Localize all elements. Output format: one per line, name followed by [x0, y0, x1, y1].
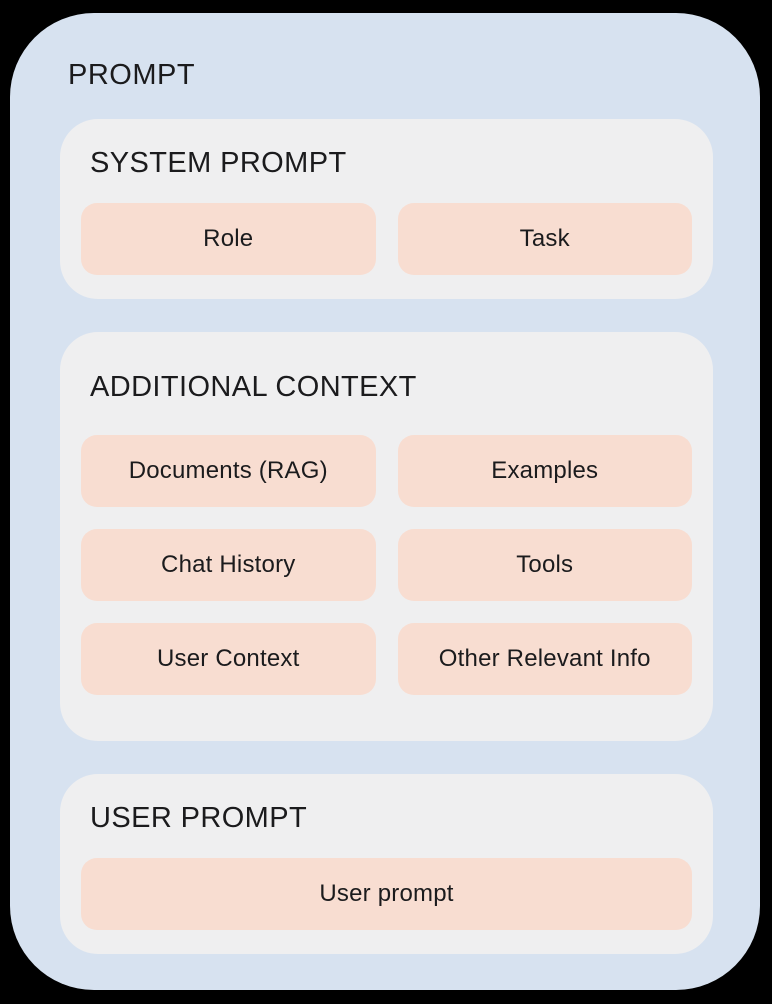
- prompt-title: PROMPT: [68, 59, 196, 91]
- additional-context-heading: ADDITIONAL CONTEXT: [90, 371, 417, 403]
- chip-user-context: User Context: [81, 623, 376, 695]
- chip-tools: Tools: [397, 529, 692, 601]
- user-prompt-panel: USER PROMPT User prompt: [60, 774, 713, 954]
- chip-other-relevant-info: Other Relevant Info: [397, 623, 692, 695]
- additional-context-panel: ADDITIONAL CONTEXT Documents (RAG) Examp…: [60, 332, 713, 741]
- chip-task: Task: [397, 203, 692, 275]
- system-prompt-chip-grid: Role Task: [81, 203, 692, 275]
- chip-chat-history: Chat History: [81, 529, 376, 601]
- chip-documents-rag: Documents (RAG): [81, 435, 376, 507]
- chip-role: Role: [81, 203, 376, 275]
- prompt-container: PROMPT SYSTEM PROMPT Role Task ADDITIONA…: [10, 13, 760, 990]
- user-prompt-chip-grid: User prompt: [81, 858, 692, 930]
- system-prompt-heading: SYSTEM PROMPT: [90, 147, 347, 179]
- chip-examples: Examples: [397, 435, 692, 507]
- user-prompt-heading: USER PROMPT: [90, 802, 308, 834]
- system-prompt-panel: SYSTEM PROMPT Role Task: [60, 119, 713, 299]
- chip-user-prompt: User prompt: [81, 858, 692, 930]
- additional-context-chip-grid: Documents (RAG) Examples Chat History To…: [81, 435, 692, 695]
